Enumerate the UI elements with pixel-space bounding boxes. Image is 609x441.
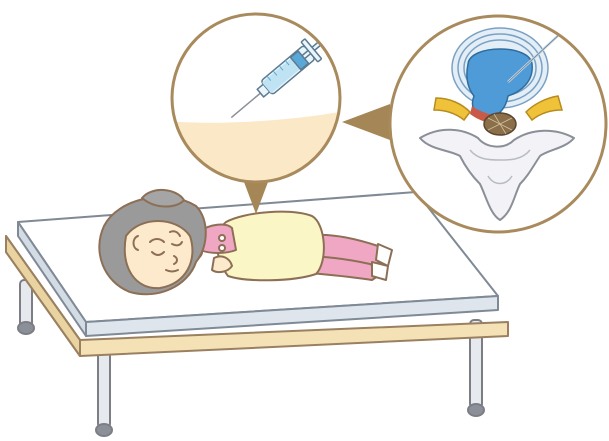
syringe-zoom-bubble bbox=[160, 14, 350, 214]
sleeve-button bbox=[219, 245, 225, 251]
sleeve-button bbox=[219, 235, 225, 241]
bubble-pointer bbox=[342, 104, 390, 140]
hand bbox=[212, 256, 232, 272]
ear bbox=[134, 236, 139, 250]
